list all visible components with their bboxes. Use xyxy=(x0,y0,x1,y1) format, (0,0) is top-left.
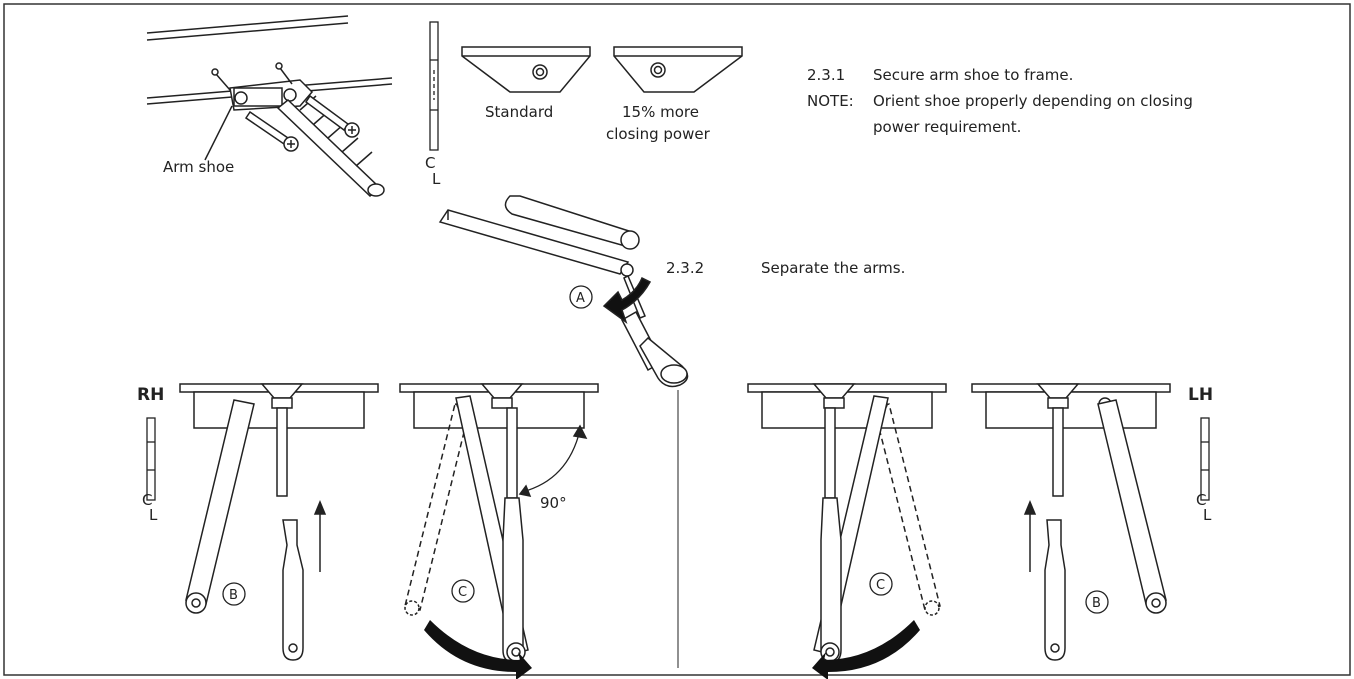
closer-lh-step-b xyxy=(971,383,1171,661)
step-232-number: 2.3.2 xyxy=(666,259,704,277)
cl-c-top: C xyxy=(425,154,435,172)
cl-l-top: L xyxy=(432,170,441,188)
step-231-text: Secure arm shoe to frame. xyxy=(873,66,1073,84)
callout-c-rh-circle xyxy=(451,579,475,603)
cl-c-lh: C xyxy=(1196,491,1206,509)
cl-l-lh: L xyxy=(1203,506,1212,524)
rh-label: RH xyxy=(137,385,164,405)
callout-b-rh-circle xyxy=(222,582,246,606)
callout-a-circle xyxy=(569,285,593,309)
note-line1: Orient shoe properly depending on closin… xyxy=(873,92,1193,110)
closer-rh-step-b xyxy=(179,383,379,661)
callout-c-rh-letter: C xyxy=(458,585,467,600)
step-231-number: 2.3.1 xyxy=(807,66,845,84)
callout-c-lh-letter: C xyxy=(876,578,885,593)
standard-label: Standard xyxy=(485,103,553,121)
closer-rh-step-c xyxy=(399,383,599,679)
callout-b-lh-letter: B xyxy=(1092,596,1101,611)
shoe-standard-shape xyxy=(461,46,591,93)
callout-b-rh-letter: B xyxy=(229,588,238,603)
centerline-strip-lh xyxy=(1200,417,1210,501)
lh-label: LH xyxy=(1188,385,1213,405)
step-232-text: Separate the arms. xyxy=(761,259,905,277)
callout-a-letter: A xyxy=(576,291,585,306)
centerline-strip-top xyxy=(429,21,439,151)
arm-shoe-label: Arm shoe xyxy=(163,158,234,176)
cl-c-rh: C xyxy=(142,491,152,509)
diagram-border xyxy=(3,3,1351,676)
callout-b-lh-circle xyxy=(1085,590,1109,614)
shoe-more-power-shape xyxy=(613,46,743,93)
arm-shoe-illustration xyxy=(146,15,393,197)
note-label: NOTE: xyxy=(807,92,854,110)
closer-lh-step-c xyxy=(747,383,947,679)
more-power-label-line2: closing power xyxy=(606,125,711,143)
angle-label: 90° xyxy=(540,494,567,512)
centerline-strip-rh xyxy=(146,417,156,501)
cl-l-rh: L xyxy=(149,506,158,524)
note-line2: power requirement. xyxy=(873,118,1021,136)
arm-separation-illustration xyxy=(438,195,689,388)
more-power-label-line1: 15% more xyxy=(622,103,699,121)
callout-c-lh-circle xyxy=(869,572,893,596)
